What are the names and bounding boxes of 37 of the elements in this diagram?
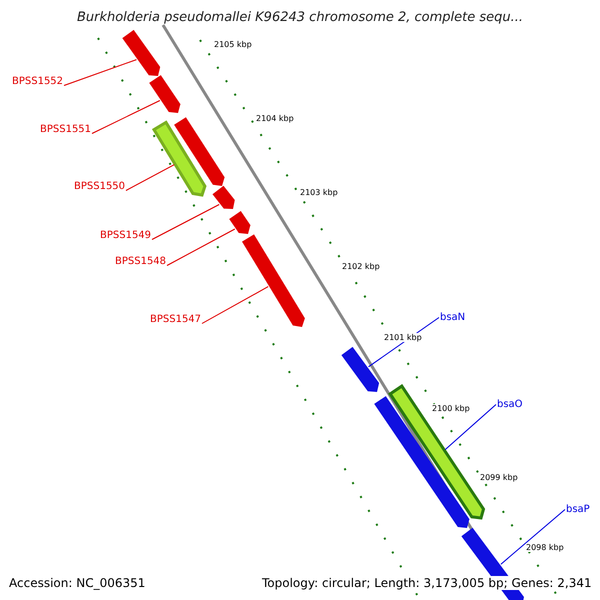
gene-block xyxy=(229,211,250,234)
gene-block xyxy=(174,117,225,186)
gene-block xyxy=(122,30,160,76)
gene-label: BPSS1547 xyxy=(150,314,202,325)
leader-line xyxy=(500,509,566,565)
gene-block xyxy=(374,396,470,528)
footer-text: Topology: circular; Length: 3,173,005 bp; Genes: 2,341 xyxy=(262,576,592,590)
scale-label: 2105 kbp xyxy=(214,40,252,49)
gene-label: BPSS1552 xyxy=(12,76,64,87)
gene-label: bsaO xyxy=(497,399,523,410)
gene-block xyxy=(212,186,235,209)
gene-block xyxy=(152,120,207,197)
scale-label: 2103 kbp xyxy=(300,188,338,197)
leader-line xyxy=(126,164,175,191)
leader-line xyxy=(202,286,269,324)
gene-label: BPSS1549 xyxy=(100,230,152,241)
gene-label: bsaP xyxy=(566,504,590,515)
gene-label: BPSS1548 xyxy=(115,256,166,267)
gene-label: bsaN xyxy=(440,312,466,323)
gene-label: BPSS1550 xyxy=(74,181,126,192)
scale-label: 2102 kbp xyxy=(342,262,380,271)
leader-line xyxy=(92,100,160,134)
leader-line xyxy=(166,228,236,266)
scale-label: 2101 kbp xyxy=(384,333,422,342)
scale-label: 2104 kbp xyxy=(256,114,294,123)
scale-label: 2098 kbp xyxy=(526,543,564,552)
leader-line xyxy=(444,404,496,450)
scale-label: 2099 kbp xyxy=(480,473,518,482)
gene-label: BPSS1551 xyxy=(40,124,92,135)
gene-block xyxy=(341,346,380,392)
gene-block xyxy=(149,75,180,113)
footer-text: Accession: NC_006351 xyxy=(9,576,146,590)
gene-block xyxy=(242,234,305,327)
title: Burkholderia pseudomallei K96243 chromosome 2, complete sequ... xyxy=(76,10,524,25)
leader-line xyxy=(64,59,137,86)
leader-line xyxy=(152,204,220,240)
scale-label: 2100 kbp xyxy=(432,404,470,413)
